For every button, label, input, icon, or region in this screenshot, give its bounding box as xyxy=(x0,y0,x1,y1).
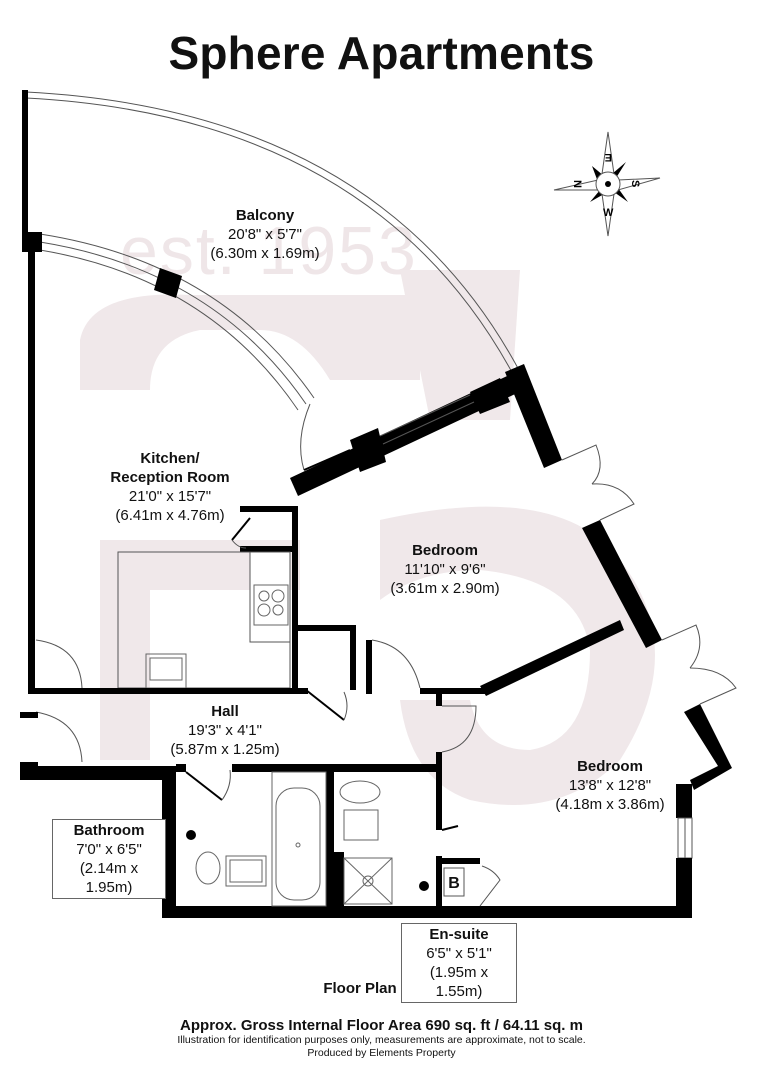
exterior-wall-bottom xyxy=(162,906,692,918)
bathtub-icon xyxy=(271,771,327,907)
watermark-logo xyxy=(80,270,655,805)
hob-icon xyxy=(253,584,289,626)
svg-text:S: S xyxy=(629,180,641,187)
bathroom-basin-icon xyxy=(225,855,267,887)
bathroom-toilet-icon xyxy=(195,851,221,885)
room-label-bathroom: Bathroom 7'0" x 6'5" (2.14m x 1.95m) xyxy=(52,819,166,899)
room-label-hall: Hall 19'3" x 4'1" (5.87m x 1.25m) xyxy=(170,703,280,758)
exterior-wall-right-1 xyxy=(505,364,562,468)
balcony-railing xyxy=(25,91,521,377)
room-label-bedroom-2: Bedroom 13'8" x 12'8" (4.18m x 3.86m) xyxy=(555,758,665,813)
room-label-balcony: Balcony 20'8" x 5'7" (6.30m x 1.69m) xyxy=(210,207,320,262)
boiler-label: B xyxy=(448,875,460,892)
room-label-kitchen-reception: Kitchen/ Reception Room 21'0" x 15'7" (6… xyxy=(110,450,230,524)
room-label-bedroom-1: Bedroom 11'10" x 9'6" (3.61m x 2.90m) xyxy=(390,542,500,597)
producer-credit: Produced by Elements Property xyxy=(307,1047,456,1059)
svg-text:W: W xyxy=(603,207,614,219)
svg-text:N: N xyxy=(571,180,583,188)
gross-area: Approx. Gross Internal Floor Area 690 sq… xyxy=(180,1017,583,1034)
page-title: Sphere Apartments xyxy=(168,27,595,79)
shower-icon xyxy=(343,857,393,905)
ensuite-toilet-icon xyxy=(339,780,381,804)
exterior-wall-upper xyxy=(290,370,528,496)
svg-text:E: E xyxy=(605,151,612,163)
room-label-ensuite: En-suite 6'5" x 5'1" (1.95m x 1.55m) xyxy=(401,923,517,1003)
kitchen-sink-icon xyxy=(145,653,187,689)
disclaimer: Illustration for identification purposes… xyxy=(177,1034,586,1046)
balcony-glazing xyxy=(39,233,315,411)
floor-plan-title: Floor Plan xyxy=(323,980,397,997)
compass-icon: N S E W xyxy=(553,131,661,237)
